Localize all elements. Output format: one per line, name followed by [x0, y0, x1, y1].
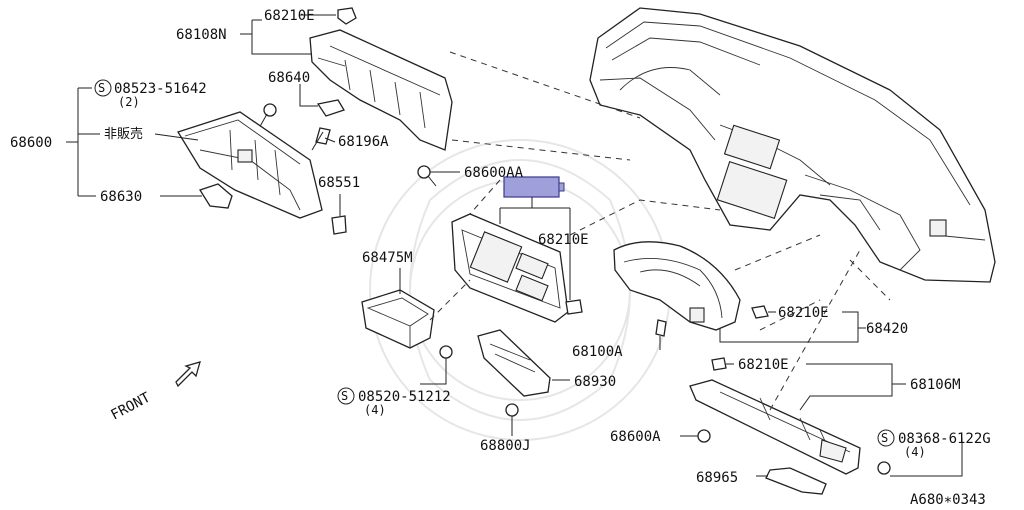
label-08368: 08368-6122G	[898, 431, 991, 447]
part-68930-cover[interactable]	[477, 329, 551, 397]
label-68420: 68420	[866, 321, 908, 337]
screw-symbol-08523: S	[98, 81, 105, 95]
part-68108N-bracket[interactable]	[309, 29, 453, 151]
label-08520-qty: (4)	[364, 403, 386, 417]
assembly-lines	[429, 51, 891, 411]
label-08368-qty: (4)	[904, 445, 926, 459]
label-68196A: 68196A	[338, 134, 389, 150]
part-68106M-lower-cover[interactable]	[689, 379, 861, 475]
part-08520-screw[interactable]	[439, 345, 453, 359]
label-68108N: 68108N	[176, 27, 227, 43]
label-68475M: 68475M	[362, 250, 413, 266]
part-68600-glove-box[interactable]	[177, 111, 323, 219]
part-08368-screw[interactable]	[877, 461, 891, 475]
part-68630-latch[interactable]	[199, 183, 233, 209]
label-68210E-mid: 68210E	[538, 232, 589, 248]
front-arrow-icon	[175, 361, 201, 388]
label-not-for-sale: 非販売	[104, 126, 143, 142]
label-68930: 68930	[574, 374, 616, 390]
part-68210E-clip-low[interactable]	[711, 357, 727, 371]
label-front: FRONT	[108, 389, 153, 423]
screw-symbol-08520: S	[341, 389, 348, 403]
leader-lines	[66, 14, 963, 477]
label-68630: 68630	[100, 189, 142, 205]
label-68965: 68965	[696, 470, 738, 486]
part-68196A-fastener[interactable]	[311, 127, 331, 151]
part-68210E-clip-top[interactable]	[337, 7, 357, 25]
label-08520: 08520-51212	[358, 389, 451, 405]
label-68551: 68551	[318, 175, 360, 191]
part-68100A-screw[interactable]	[655, 319, 667, 337]
label-68600AA: 68600AA	[464, 165, 524, 181]
part-08523-screw[interactable]	[257, 103, 277, 131]
dashboard-panel[interactable]	[589, 7, 996, 283]
part-center-cluster-bezel[interactable]	[451, 213, 569, 323]
part-68600A-screw[interactable]	[697, 429, 711, 443]
diagram-code: A680∗0343	[910, 492, 986, 508]
label-68100A: 68100A	[572, 344, 623, 360]
part-68800J-screw[interactable]	[505, 403, 519, 417]
label-68210E-low: 68210E	[738, 357, 789, 373]
part-68210E-clip-mid[interactable]	[565, 299, 583, 315]
screw-symbol-08368: S	[881, 431, 888, 445]
label-08523-qty: (2)	[118, 95, 140, 109]
part-68420-meter-hood[interactable]	[613, 241, 741, 331]
label-68600: 68600	[10, 135, 52, 151]
part-labels: 68210E 68108N 68640 08523-51642 (2) 6860…	[10, 8, 991, 508]
part-68600AA-screw[interactable]	[417, 165, 437, 187]
part-68551-stopper[interactable]	[331, 215, 347, 235]
label-68640: 68640	[268, 70, 310, 86]
label-68210E-right: 68210E	[778, 305, 829, 321]
label-68210E-top: 68210E	[264, 8, 315, 24]
part-68475M-pocket[interactable]	[361, 289, 435, 349]
label-68106M: 68106M	[910, 377, 961, 393]
label-68800J: 68800J	[480, 438, 531, 454]
label-08523: 08523-51642	[114, 81, 207, 97]
part-68210E-clip-right[interactable]	[751, 305, 769, 319]
part-68640-clip[interactable]	[316, 99, 345, 117]
label-68600A: 68600A	[610, 429, 661, 445]
part-68965-trim-strip[interactable]	[765, 467, 827, 495]
screw-symbol-icon: S S S	[94, 79, 895, 447]
